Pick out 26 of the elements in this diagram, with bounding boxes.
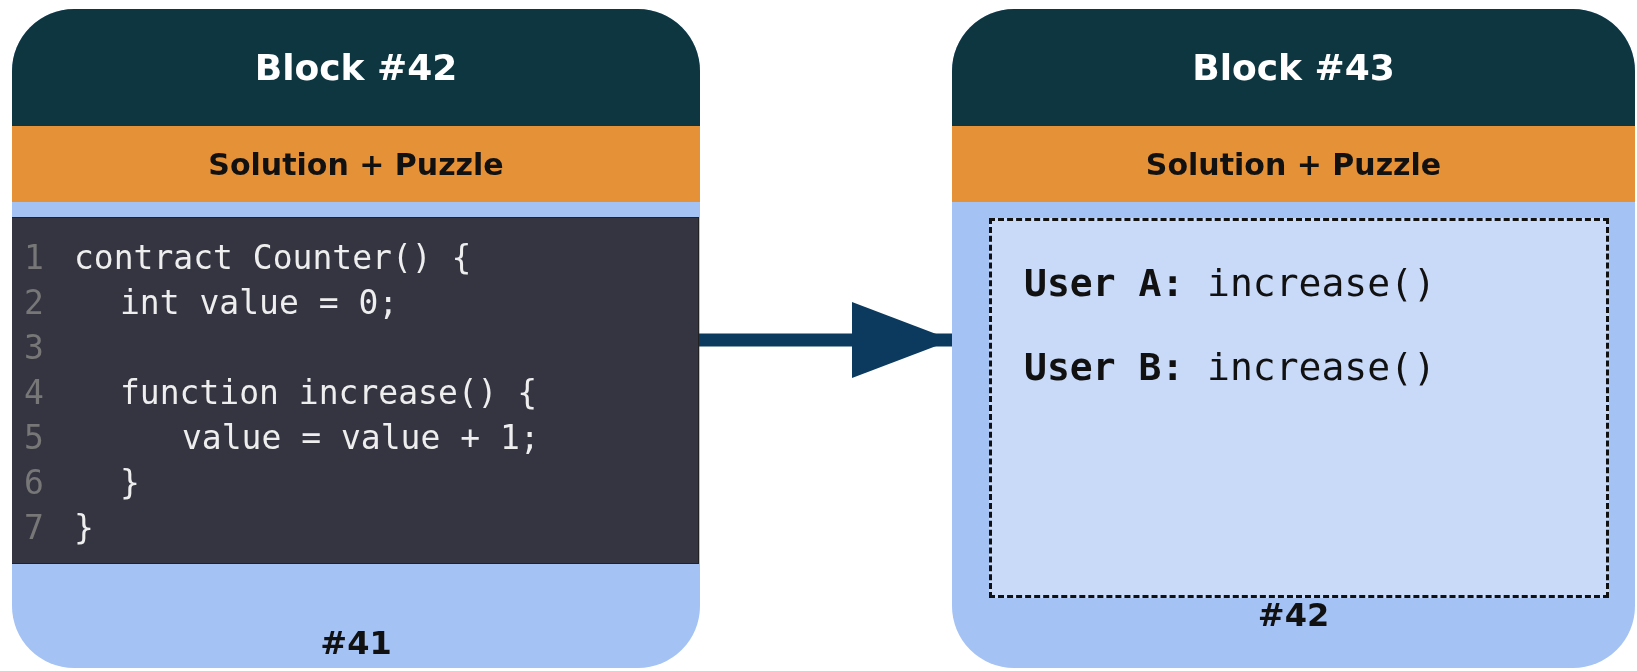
block-title: Block #43 [952, 9, 1635, 126]
previous-block-label: #41 [319, 624, 393, 662]
line-number: 3 [24, 328, 44, 367]
arrow [699, 302, 952, 378]
block-card [952, 9, 1635, 668]
code-line: } [74, 508, 94, 547]
transaction-text: User A: increase() [1024, 261, 1436, 305]
line-number: 5 [24, 418, 44, 457]
line-number: 2 [24, 283, 44, 322]
dashed-box [989, 218, 1609, 598]
line-number: 6 [24, 463, 44, 502]
code-line: } [120, 463, 140, 502]
block-subtitle: Solution + Puzzle [12, 126, 700, 202]
line-number: 4 [24, 373, 44, 412]
block-subtitle: Solution + Puzzle [952, 126, 1635, 202]
code-line: value = value + 1; [182, 418, 540, 457]
code-panel [12, 217, 699, 564]
previous-block-label: #42 [1256, 596, 1331, 634]
block-title: Block #42 [12, 9, 700, 126]
block-card [12, 9, 700, 668]
code-line: int value = 0; [120, 283, 399, 322]
line-number: 1 [24, 238, 44, 277]
code-line: function increase() { [120, 373, 538, 412]
transaction-text: User B: increase() [1024, 345, 1436, 389]
code-line: contract Counter() { [74, 238, 472, 277]
line-number: 7 [24, 508, 44, 547]
